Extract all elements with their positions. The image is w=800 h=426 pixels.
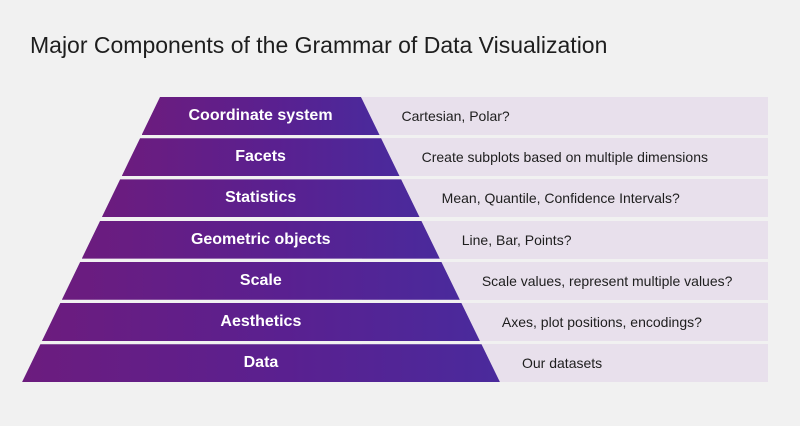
page-title: Major Components of the Grammar of Data …: [30, 32, 608, 58]
layer-band: [362, 138, 768, 177]
layer-label: Scale: [239, 271, 282, 289]
layer-label: Facets: [235, 148, 286, 166]
layer-band: [362, 97, 768, 135]
layer-description: Our datasets: [522, 355, 603, 372]
pyramid-layer-shape: [22, 344, 500, 383]
pyramid-layer-shape: [101, 179, 420, 218]
layer-description: Line, Bar, Points?: [461, 231, 572, 248]
layer-label: Geometric objects: [190, 230, 331, 248]
layer-description: Scale values, represent multiple values?: [481, 272, 733, 289]
pyramid-layer-shape: [121, 138, 400, 177]
layer-label: Data: [243, 354, 279, 372]
pyramid-layer-shape: [81, 220, 440, 259]
layer-description: Cartesian, Polar?: [401, 108, 510, 124]
layer-label: Aesthetics: [220, 313, 302, 330]
pyramid-layer-shape: [41, 303, 480, 341]
layer-description: Axes, plot positions, encodings?: [501, 314, 702, 330]
pyramid-layer-shape: [141, 97, 380, 135]
pyramid-layer-shape: [61, 261, 460, 300]
layer-description: Mean, Quantile, Confidence Intervals?: [441, 190, 680, 207]
layer-label: Statistics: [225, 189, 297, 207]
layer-label: Coordinate system: [188, 107, 333, 124]
layer-band: [362, 179, 768, 218]
layer-description: Create subplots based on multiple dimens…: [421, 149, 708, 166]
